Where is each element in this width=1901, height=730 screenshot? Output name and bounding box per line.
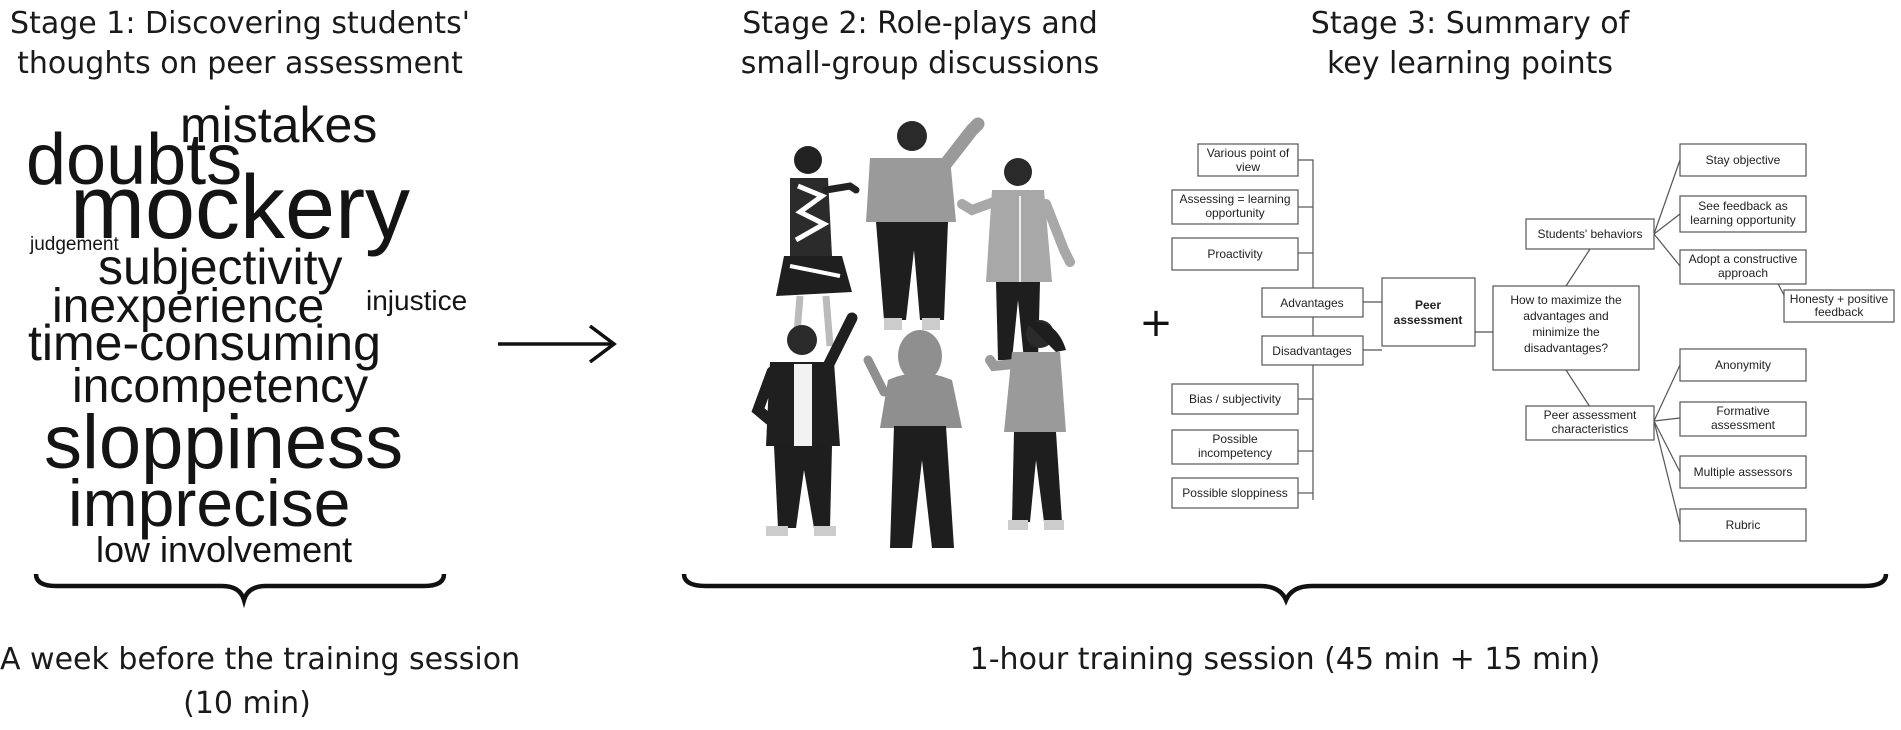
right-arrow-icon: [498, 324, 617, 364]
group-of-people-illustration: [751, 117, 1075, 548]
svg-text:Anonymity: Anonymity: [1715, 358, 1771, 372]
word-low-involvement: low involvement: [96, 529, 352, 570]
word-inexperience: inexperience: [52, 280, 324, 333]
advantages-node: [1261, 287, 1364, 318]
students-behaviors-node: [1525, 218, 1655, 250]
svg-text:Stay objective: Stay objective: [1706, 153, 1781, 167]
behavior-item: [1679, 143, 1807, 177]
person-figure: [776, 146, 860, 347]
characteristics-node: [1525, 405, 1655, 441]
word-incompetency: incompetency: [72, 360, 368, 413]
peer-assessment-node: [1381, 277, 1476, 347]
person-figure: [863, 330, 962, 548]
behavior-sub-item: [1783, 289, 1895, 323]
behavior-item: [1679, 195, 1807, 233]
behavior-item: [1679, 249, 1807, 285]
person-figure: [866, 117, 985, 330]
disadvantages-node: [1261, 335, 1364, 366]
stage-3-title: Stage 3: Summary of key learning points: [1310, 6, 1630, 81]
disadvantage-item: [1171, 383, 1299, 415]
disadvantage-item: [1171, 429, 1299, 465]
characteristic-item: [1679, 401, 1807, 437]
word-time-consuming: time-consuming: [28, 315, 381, 371]
question-node: [1492, 285, 1640, 371]
stage-1-brace: [33, 573, 447, 609]
training-session-caption: 1-hour training session (45 min + 15 min…: [969, 642, 1601, 677]
svg-text:Multiple assessors: Multiple assessors: [1694, 465, 1793, 479]
word-injustice: injustice: [366, 285, 467, 316]
word-subjectivity: subjectivity: [98, 239, 343, 295]
characteristic-item: [1679, 455, 1807, 489]
svg-text:Proactivity: Proactivity: [1207, 247, 1262, 261]
characteristic-item: [1679, 508, 1807, 542]
stage-2-title: Stage 2: Role-plays and small-group disc…: [740, 6, 1100, 81]
svg-text:Rubric: Rubric: [1726, 518, 1761, 532]
person-figure: [751, 312, 858, 536]
person-figure: [985, 320, 1066, 530]
svg-text:Bias / subjectivity: Bias / subjectivity: [1189, 392, 1281, 406]
word-sloppiness: sloppiness: [44, 400, 403, 485]
svg-text:Disadvantages: Disadvantages: [1272, 344, 1351, 358]
word-judgement: judgement: [29, 234, 119, 255]
disadvantage-item: [1171, 477, 1299, 509]
svg-text:Students' behaviors: Students' behaviors: [1537, 227, 1642, 241]
word-imprecise: imprecise: [68, 466, 350, 540]
stage-1-title: Stage 1: Discovering students' thoughts …: [10, 6, 470, 81]
word-doubts: doubts: [26, 120, 242, 200]
svg-text:Advantages: Advantages: [1280, 296, 1343, 310]
word-mistakes: mistakes: [180, 97, 377, 153]
stage-1-timing-caption: A week before the training session (10 m…: [0, 642, 521, 721]
characteristic-item: [1679, 348, 1807, 382]
advantage-item: [1197, 143, 1299, 177]
word-cloud: mistakes doubts mockery judgement subjec…: [26, 97, 467, 570]
svg-text:Possible sloppiness: Possible sloppiness: [1182, 486, 1287, 500]
advantage-item: [1171, 237, 1299, 271]
stage-2-3-brace: [681, 573, 1889, 606]
advantage-item: [1171, 189, 1299, 225]
word-mockery: mockery: [70, 158, 410, 258]
plus-sign: +: [1139, 300, 1173, 346]
